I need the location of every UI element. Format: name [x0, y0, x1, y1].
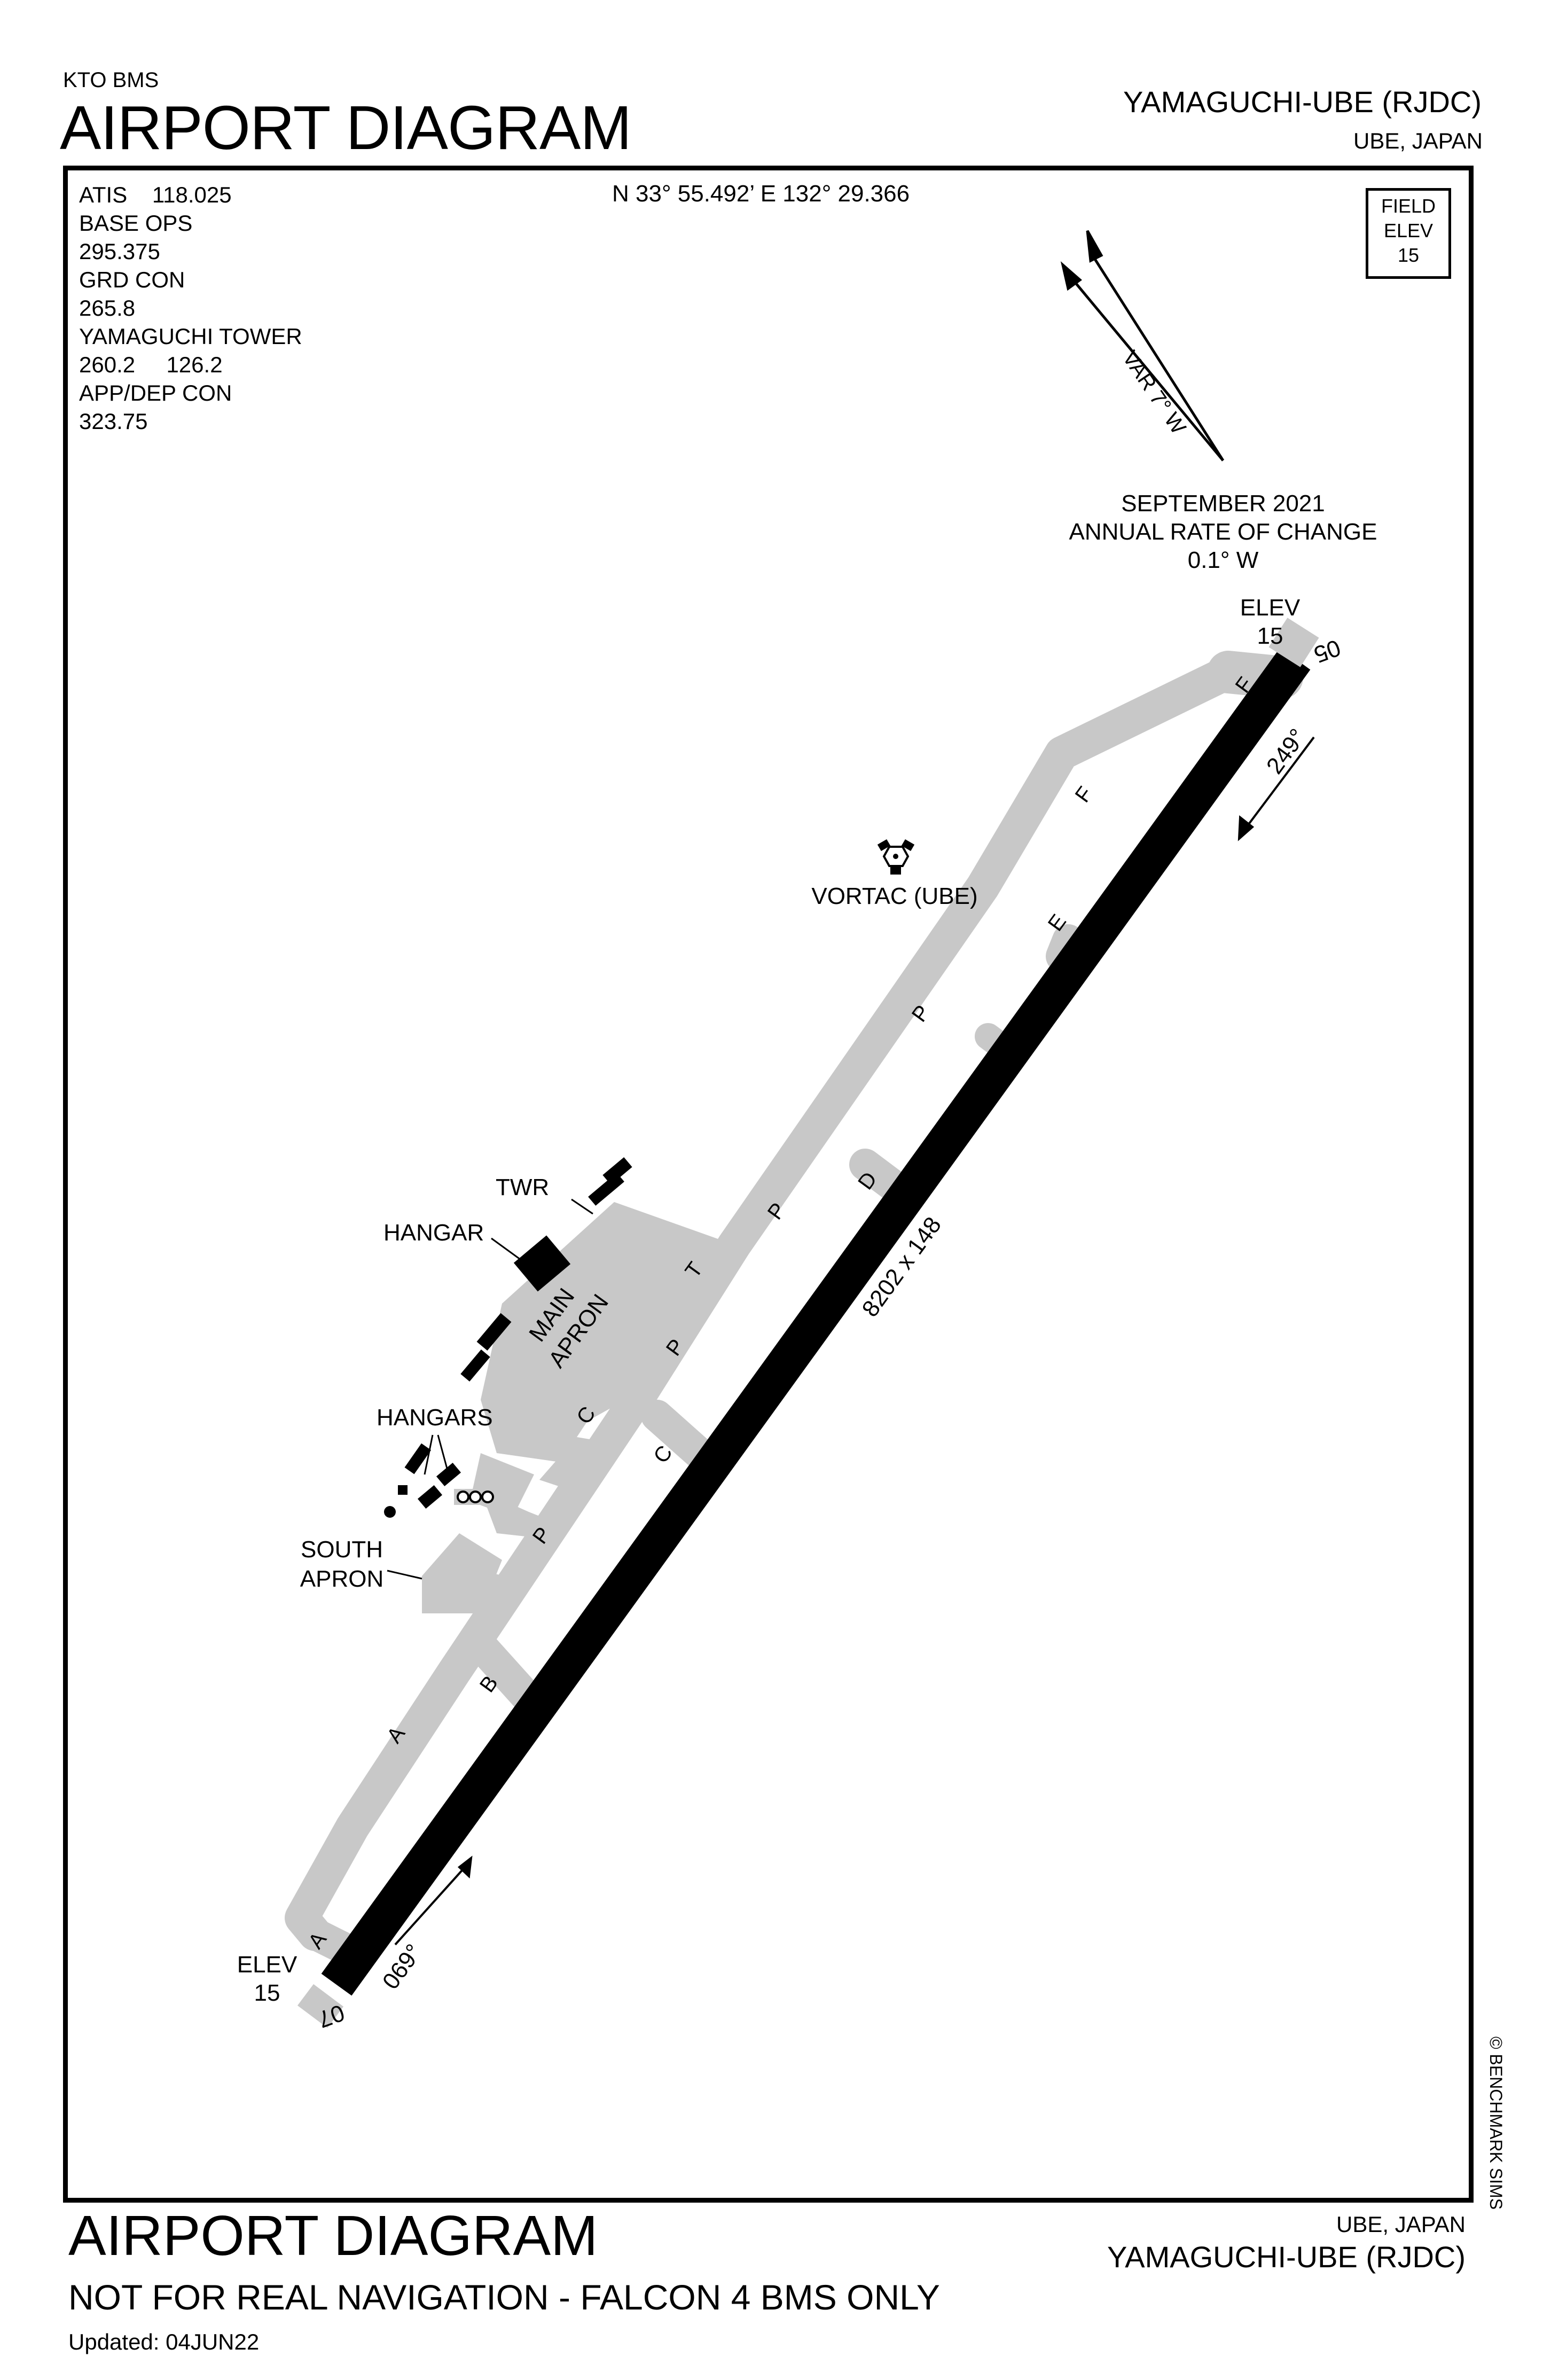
approach-label: APP/DEP CON — [79, 380, 232, 405]
fuel-tank-2-icon — [469, 1491, 482, 1503]
south-apron-link — [481, 1571, 529, 1597]
airport-coordinates: N 33° 55.492’ E 132° 29.366 — [612, 181, 910, 207]
runway-07-threshold — [297, 1984, 343, 2028]
south-apron-label-2: APRON — [300, 1566, 383, 1592]
atis-freq: ATIS 118.025 — [79, 182, 232, 207]
hangar-apron-link — [481, 1491, 555, 1539]
heading-249-arrowhead — [1237, 815, 1255, 841]
hangar-row-1 — [476, 1313, 512, 1351]
tower-building-2 — [588, 1173, 624, 1206]
heading-069-line — [394, 1863, 468, 1946]
magnetic-north-line — [1093, 258, 1225, 462]
hangars-label: HANGARS — [377, 1404, 493, 1431]
taxiway-p-parallel — [285, 655, 1246, 1951]
fuel-tank-3-icon — [481, 1491, 494, 1503]
airport-name: YAMAGUCHI-UBE (RJDC) — [1123, 85, 1482, 119]
vortac-icon — [877, 839, 915, 875]
runway-05-threshold — [1268, 618, 1319, 667]
taxiway-labels: F F E P D P T P C C P B A A — [304, 673, 1258, 1954]
field-elev-line2: ELEV — [1383, 220, 1434, 241]
ground-label: GRD CON — [79, 267, 185, 292]
footer-title: AIRPORT DIAGRAM — [68, 2204, 598, 2267]
elev-ne-value: 15 — [1257, 623, 1283, 649]
vortac-lobe-3 — [890, 867, 901, 875]
south-apron — [422, 1533, 502, 1613]
runway-05-07 — [321, 647, 1311, 1996]
heading-249-line — [1241, 736, 1315, 834]
comms-block: ATIS 118.025 BASE OPS 295.375 GRD CON 26… — [79, 181, 302, 435]
hangars-e — [384, 1506, 396, 1518]
twr-leader — [571, 1198, 593, 1215]
tower-building — [602, 1157, 632, 1185]
field-elev-value: 15 — [1397, 244, 1420, 266]
footer-disclaimer: NOT FOR REAL NAVIGATION - FALCON 4 BMS O… — [68, 2277, 940, 2317]
hangars-a — [404, 1443, 432, 1474]
magnetic-date: SEPTEMBER 2021 — [1121, 490, 1325, 517]
hangars-c — [417, 1485, 443, 1509]
heading-arrows — [394, 736, 1315, 1946]
vortac-lobe-1 — [877, 839, 891, 852]
approach-freq: 323.75 — [79, 409, 148, 434]
header-subtitle: KTO BMS — [63, 68, 159, 92]
south-apron-leader — [387, 1570, 422, 1580]
north-arrow-icon — [1060, 230, 1225, 462]
taxiway-label-f2: F — [1071, 783, 1098, 807]
taxiway-b — [465, 1629, 545, 1715]
base-ops-label: BASE OPS — [79, 210, 193, 236]
annual-rate-value: 0.1° W — [1188, 547, 1259, 573]
heading-069-arrowhead — [457, 1855, 473, 1879]
apron-connector — [539, 1437, 609, 1491]
tower-freq: 260.2 126.2 — [79, 352, 223, 377]
footer-location: UBE, JAPAN — [1336, 2212, 1466, 2237]
vortac-lobe-2 — [901, 839, 915, 852]
hangar-leader — [491, 1237, 521, 1261]
fuel-tank-1-icon — [457, 1491, 469, 1503]
elev-sw-label: ELEV — [237, 1952, 297, 1978]
leader-lines — [387, 1198, 593, 1580]
magnetic-north-arrowhead — [1086, 230, 1103, 263]
elev-ne-label: ELEV — [1240, 595, 1301, 621]
taxiway-c — [641, 1400, 721, 1474]
footer-airport-name: YAMAGUCHI-UBE (RJDC) — [1107, 2240, 1466, 2274]
ground-freq: 265.8 — [79, 295, 136, 321]
hangars-leader-1 — [424, 1434, 434, 1475]
elev-sw-value: 15 — [254, 1980, 280, 2006]
fuel-tanks — [454, 1489, 497, 1505]
page-title: AIRPORT DIAGRAM — [60, 93, 632, 162]
hangars-d — [398, 1485, 408, 1495]
annual-rate-label: ANNUAL RATE OF CHANGE — [1069, 519, 1377, 545]
field-elevation-box: FIELD ELEV 15 — [1366, 188, 1451, 279]
twr-label: TWR — [496, 1174, 549, 1200]
airport-location: UBE, JAPAN — [1353, 128, 1483, 153]
south-apron-label-1: SOUTH — [301, 1536, 383, 1563]
field-elev-line1: FIELD — [1381, 195, 1436, 217]
hangars-leader-2 — [437, 1434, 450, 1475]
true-north-arrowhead — [1060, 261, 1083, 291]
hangar-label: HANGAR — [383, 1220, 484, 1246]
true-north-line — [1072, 279, 1224, 462]
vortac-center — [893, 854, 898, 859]
diagram-frame — [63, 166, 1474, 2203]
buildings — [384, 1157, 632, 1518]
hangar-building — [513, 1235, 571, 1292]
tower-label: YAMAGUCHI TOWER — [79, 324, 302, 349]
footer-updated: Updated: 04JUN22 — [68, 2329, 260, 2354]
vortac-label: VORTAC (UBE) — [811, 883, 977, 909]
hangar-row-2 — [460, 1349, 490, 1382]
copyright-notice: © BENCHMARK SIMS — [1486, 2036, 1506, 2210]
base-ops-freq: 295.375 — [79, 239, 160, 264]
